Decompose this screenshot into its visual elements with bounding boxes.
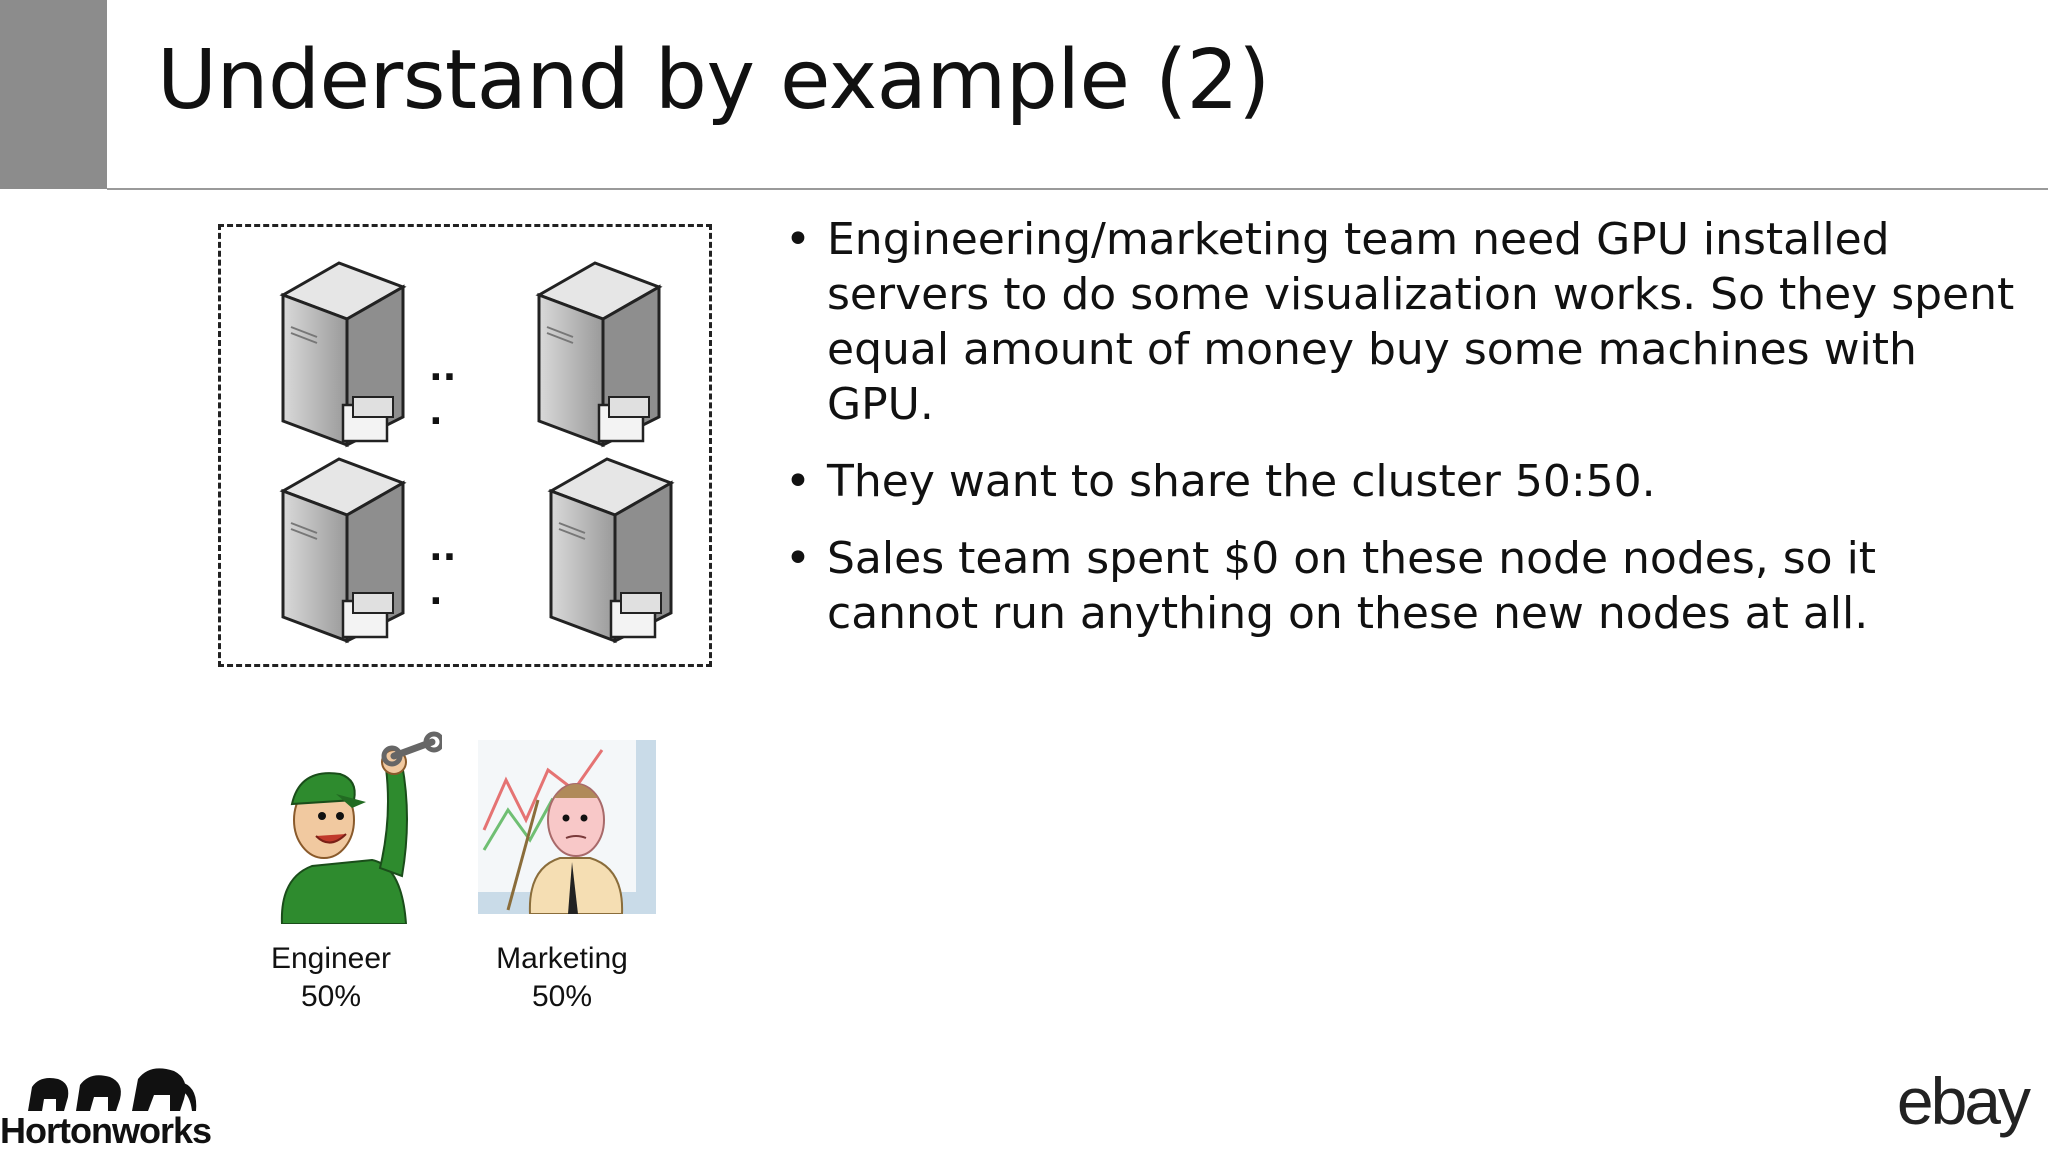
server-icon — [279, 457, 407, 644]
bullet-text: Sales team spent $0 on these node nodes,… — [827, 533, 1877, 639]
ellipsis-more-servers: .. . — [429, 528, 457, 613]
hortonworks-elephants-logo — [28, 1068, 197, 1111]
bullet-list: • Engineering/marketing team need GPU in… — [785, 212, 2015, 663]
bullet-text: They want to share the cluster 50:50. — [827, 456, 1656, 507]
slide-title: Understand by example (2) — [157, 33, 1270, 128]
bullet-item: • Sales team spent $0 on these node node… — [785, 531, 2015, 641]
server-icon — [547, 457, 675, 644]
team-share: 50% — [531, 980, 593, 1013]
team-label-engineer: Engineer 50% — [231, 940, 431, 1016]
bullet-item: • Engineering/marketing team need GPU in… — [785, 212, 2015, 432]
server-icon — [279, 261, 407, 448]
title-divider — [107, 188, 2048, 190]
team-name: Engineer — [270, 942, 392, 975]
bullet-item: • They want to share the cluster 50:50. — [785, 454, 2015, 509]
server-cluster-box: .. . .. . — [218, 224, 712, 667]
team-name: Marketing — [496, 942, 628, 975]
engineer-illustration — [280, 731, 442, 924]
ebay-logo: ebay — [1896, 1064, 2031, 1138]
marketing-illustration — [478, 740, 656, 914]
bullet-dot: • — [785, 533, 811, 584]
ellipsis-more-servers: .. . — [429, 348, 457, 433]
bullet-dot: • — [785, 214, 811, 265]
team-share: 50% — [300, 980, 362, 1013]
bullet-text: Engineering/marketing team need GPU inst… — [827, 214, 2015, 430]
team-label-marketing: Marketing 50% — [462, 940, 662, 1016]
server-icon — [535, 261, 663, 448]
hortonworks-logo-text: Hortonworks — [0, 1110, 212, 1151]
title-accent-block — [0, 0, 107, 189]
bullet-dot: • — [785, 456, 811, 507]
